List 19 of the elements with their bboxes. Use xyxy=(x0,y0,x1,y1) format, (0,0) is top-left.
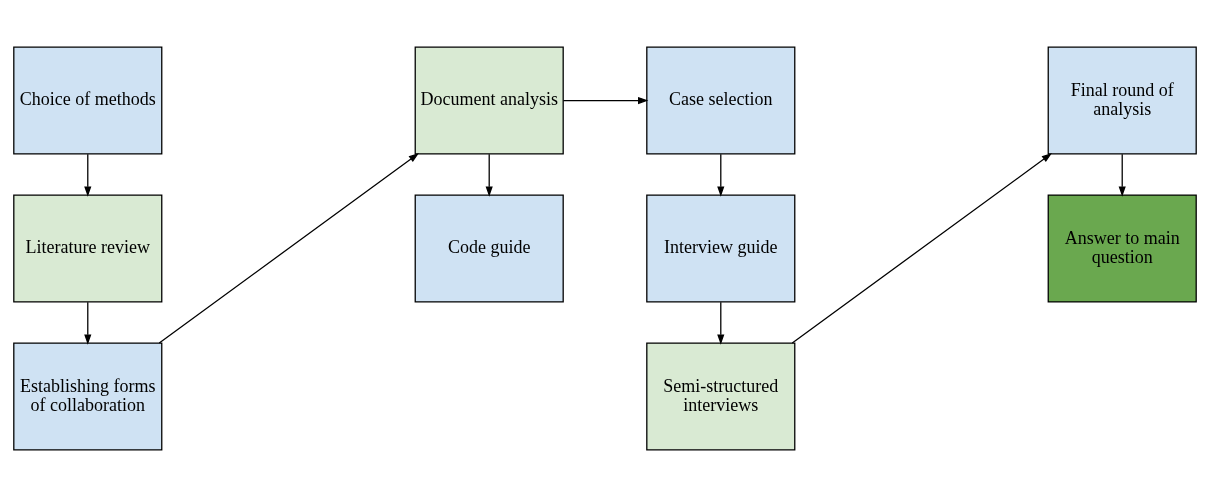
node-box: Answer to main question xyxy=(1047,194,1197,303)
node-box: Code guide xyxy=(414,194,564,303)
arrow xyxy=(485,153,493,197)
arrow xyxy=(84,301,92,345)
node-box: Document analysis xyxy=(414,46,564,155)
arrow xyxy=(562,96,649,105)
node-box: Interview guide xyxy=(646,194,796,303)
node-box: Final round of analysis xyxy=(1047,46,1197,155)
node-box: Literature review xyxy=(13,194,163,303)
arrow xyxy=(717,301,725,345)
arrow xyxy=(158,153,419,344)
arrow xyxy=(717,153,725,197)
arrow xyxy=(791,153,1053,344)
arrow xyxy=(1118,153,1126,197)
node-box: Establishing forms of collaboration xyxy=(13,342,163,451)
arrow xyxy=(84,153,92,197)
node-box: Choice of methods xyxy=(13,46,163,155)
node-box: Case selection xyxy=(646,46,796,155)
node-box: Semi-structured interviews xyxy=(646,342,796,451)
